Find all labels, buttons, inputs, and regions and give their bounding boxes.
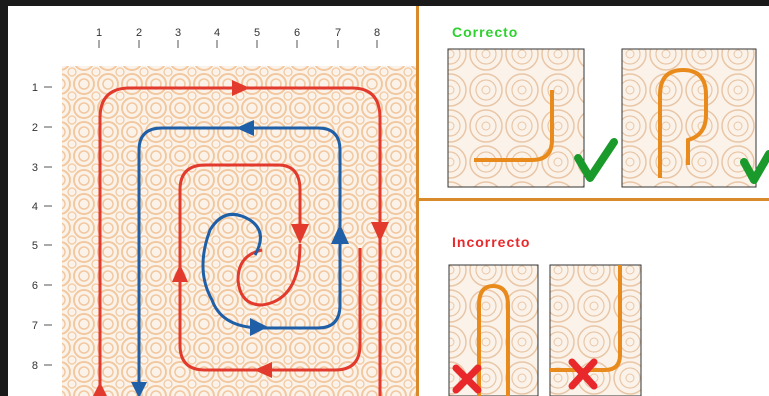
arrow-red-up xyxy=(172,264,188,282)
top-border xyxy=(0,0,769,6)
col-label: 6 xyxy=(294,27,300,39)
orange-path xyxy=(658,67,708,178)
orange-path xyxy=(474,90,554,162)
arrow-red-down xyxy=(371,222,389,242)
col-label: 3 xyxy=(175,27,181,39)
cross-icon xyxy=(452,364,482,394)
red-path-curl xyxy=(236,243,302,307)
left-border xyxy=(0,0,8,396)
column-ticks xyxy=(98,40,378,48)
row-label: 3 xyxy=(32,162,38,174)
horizontal-divider xyxy=(419,198,769,201)
orange-path xyxy=(477,283,510,396)
row-label: 2 xyxy=(32,122,38,134)
incorrect-heading: Incorrecto xyxy=(452,234,531,250)
vertical-divider xyxy=(416,6,419,396)
col-label: 4 xyxy=(214,27,220,39)
column-numbers: 1 2 3 4 5 6 7 8 xyxy=(96,27,380,39)
arrow-blue-right xyxy=(250,318,268,336)
correct-example-1 xyxy=(447,48,585,188)
col-label: 5 xyxy=(254,27,260,39)
row-label: 5 xyxy=(32,240,38,252)
row-label: 4 xyxy=(32,201,38,213)
arrow-blue-left xyxy=(236,120,254,136)
row-label: 7 xyxy=(32,320,38,332)
check-icon xyxy=(574,138,618,182)
row-numbers: 1 2 3 4 5 6 7 8 xyxy=(32,82,38,372)
arrow-red-up-start xyxy=(93,382,107,396)
row-label: 6 xyxy=(32,280,38,292)
blue-path-inner xyxy=(201,212,342,330)
row-label: 8 xyxy=(32,360,38,372)
col-label: 2 xyxy=(136,27,142,39)
red-path-inner xyxy=(178,163,302,270)
row-label: 1 xyxy=(32,82,38,94)
col-label: 1 xyxy=(96,27,102,39)
arrow-red-right xyxy=(232,80,250,96)
arrow-red-down-inner xyxy=(291,224,309,244)
check-icon xyxy=(740,150,769,184)
arrow-blue-down xyxy=(131,382,147,396)
cross-icon xyxy=(568,358,598,390)
arrow-blue-up xyxy=(331,224,349,244)
row-ticks xyxy=(44,86,52,366)
arrow-red-left xyxy=(254,362,272,378)
pattern-grid xyxy=(62,66,416,396)
orange-path xyxy=(550,265,622,372)
incorrect-example-2 xyxy=(549,264,642,396)
col-label: 8 xyxy=(374,27,380,39)
correct-heading: Correcto xyxy=(452,24,519,40)
col-label: 7 xyxy=(335,27,341,39)
